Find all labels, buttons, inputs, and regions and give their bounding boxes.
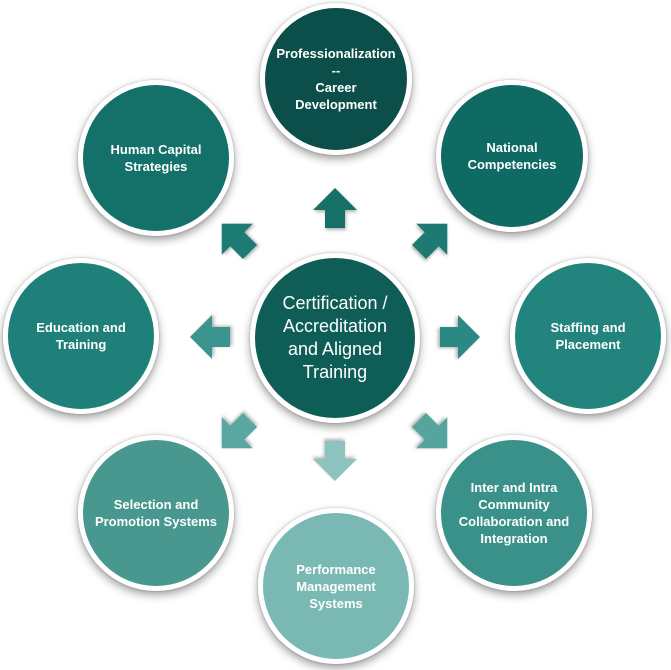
staffing-placement-label: Staffing and Placement [550, 320, 626, 352]
human-capital-label: Human Capital Strategies [110, 142, 202, 174]
center-label: Certification / Accreditation and Aligne… [282, 293, 388, 382]
national-competencies-circle: National Competencies [436, 80, 588, 232]
professionalization-circle: Professionalization -- Career Developmen… [260, 3, 412, 155]
arrow-right-icon [440, 315, 480, 359]
staffing-placement-circle: Staffing and Placement [510, 258, 666, 414]
arrow-up-right-icon [411, 223, 448, 260]
arrow-down-right-icon [411, 412, 448, 449]
arrow-down-icon [313, 441, 357, 481]
human-capital-circle: Human Capital Strategies [78, 80, 234, 236]
selection-promotion-circle: Selection and Promotion Systems [78, 435, 234, 591]
inter-intra-circle: Inter and Intra Community Collaboration … [436, 435, 592, 591]
arrow-up-left-icon [221, 223, 258, 260]
arrow-up-icon [313, 188, 357, 228]
performance-management-label: Performance Management Systems [296, 561, 376, 611]
arrow-down-left-icon [221, 412, 258, 449]
arrow-left-icon [190, 315, 230, 359]
national-competencies-label: National Competencies [467, 140, 557, 172]
selection-promotion-label: Selection and Promotion Systems [94, 497, 218, 529]
professionalization-label: Professionalization -- Career Developmen… [276, 46, 396, 112]
center-circle: Certification / Accreditation and Aligne… [250, 253, 420, 423]
inter-intra-label: Inter and Intra Community Collaboration … [458, 480, 570, 546]
education-training-circle: Education and Training [3, 258, 159, 414]
education-training-label: Education and Training [36, 320, 126, 352]
performance-management-circle: Performance Management Systems [258, 508, 414, 664]
